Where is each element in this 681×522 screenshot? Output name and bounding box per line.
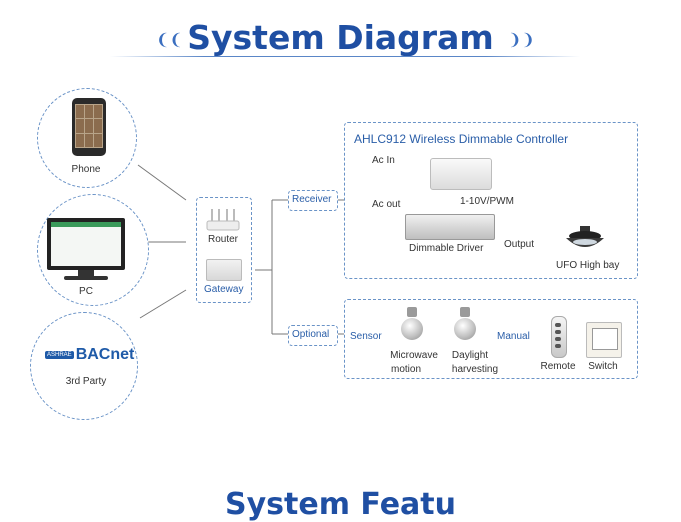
router-icon <box>206 209 240 231</box>
ac-out-label: Ac out <box>372 199 401 210</box>
daylight-label-1: Daylight <box>451 350 489 361</box>
page-title: System Diagram <box>187 18 494 57</box>
bacnet-logo-text: BACnet <box>75 346 135 363</box>
output-label: Output <box>504 239 535 250</box>
gateway-label: Gateway <box>204 284 244 295</box>
footer-title: System Featu <box>225 487 456 522</box>
remote-icon <box>551 316 567 358</box>
phone-icon <box>72 98 106 156</box>
controller-box <box>344 122 638 279</box>
hub-box <box>196 197 252 303</box>
switch-icon <box>586 322 622 358</box>
microwave-label-2: motion <box>390 364 421 375</box>
ac-in-label: Ac In <box>372 155 395 166</box>
switch-label: Switch <box>588 361 618 372</box>
pc-label: PC <box>79 286 93 297</box>
microwave-label-1: Microwave <box>390 350 438 361</box>
manual-label: Manual <box>497 331 530 342</box>
microwave-sensor-icon <box>401 318 423 340</box>
receiver-label: Receiver <box>292 194 332 205</box>
daylight-label-2: harvesting <box>451 364 499 375</box>
ufo-highbay-icon <box>566 226 604 247</box>
pc-stand <box>78 270 94 276</box>
optional-label: Optional <box>292 329 330 340</box>
wifi-left-icon: ❨❨ <box>156 32 183 49</box>
optional-tag <box>288 325 338 346</box>
thirdparty-link <box>139 289 187 319</box>
microwave-sensor-stem <box>407 307 417 317</box>
controller-device <box>430 158 492 190</box>
signal-label: 1-10V/PWM <box>460 196 514 207</box>
phone-label: Phone <box>71 164 101 175</box>
title-divider <box>110 56 580 57</box>
thirdparty-label: 3rd Party <box>65 376 107 387</box>
thirdparty-node <box>30 312 138 420</box>
phone-link <box>137 164 187 201</box>
router-label: Router <box>207 234 238 245</box>
pc-base <box>64 276 108 280</box>
daylight-sensor-icon <box>454 318 476 340</box>
receiver-tag <box>288 190 338 211</box>
ufo-label: UFO High bay <box>556 260 620 271</box>
daylight-sensor-stem <box>460 307 470 317</box>
wifi-right-icon: ❩❩ <box>508 32 535 49</box>
sensor-label: Sensor <box>350 331 382 342</box>
pc-icon <box>47 218 125 270</box>
driver-label: Dimmable Driver <box>409 243 484 254</box>
driver-device <box>405 214 495 240</box>
remote-label: Remote <box>540 361 576 372</box>
controller-title: AHLC912 Wireless Dimmable Controller <box>354 132 569 146</box>
gateway-icon <box>206 259 242 281</box>
